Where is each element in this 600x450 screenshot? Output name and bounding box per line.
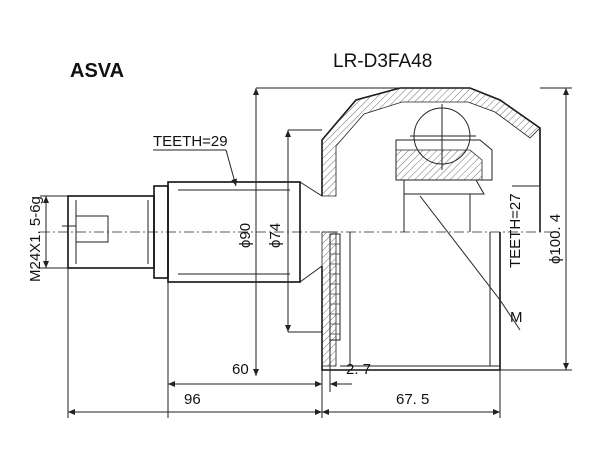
dia-90-label: ϕ90 <box>237 223 254 248</box>
dia-90-dimension <box>253 87 400 376</box>
thread-dimension <box>40 195 68 269</box>
teeth-outer-label: TEETH=29 <box>153 133 228 150</box>
dia-100-label: ϕ100. 4 <box>547 214 564 264</box>
brand-title: ASVA <box>70 60 124 82</box>
dim-60-line <box>167 282 322 418</box>
threaded-stub <box>62 195 155 269</box>
dim-2-7-label: 2. 7 <box>346 361 371 378</box>
dim-96-line <box>67 268 322 418</box>
dia-74-label: ϕ74 <box>267 223 284 248</box>
thread-spec-label: M24X1. 5-6g <box>27 196 44 282</box>
abs-ring <box>329 233 341 341</box>
part-number: LR-D3FA48 <box>333 51 432 72</box>
dim-60-label: 60 <box>232 361 249 378</box>
bell-housing <box>321 87 541 371</box>
splined-shaft <box>153 181 323 283</box>
dim-67-5-label: 67. 5 <box>396 391 429 408</box>
dim-67-5-line <box>322 370 501 418</box>
marker-m-label: M <box>510 309 523 326</box>
dia-74-dimension <box>285 129 322 333</box>
dia-100-dimension <box>500 87 572 371</box>
inner-race <box>395 104 501 301</box>
marker-m-leader <box>499 299 521 331</box>
dim-96-label: 96 <box>184 391 201 408</box>
teeth-inner-label: TEETH=27 <box>507 193 524 268</box>
